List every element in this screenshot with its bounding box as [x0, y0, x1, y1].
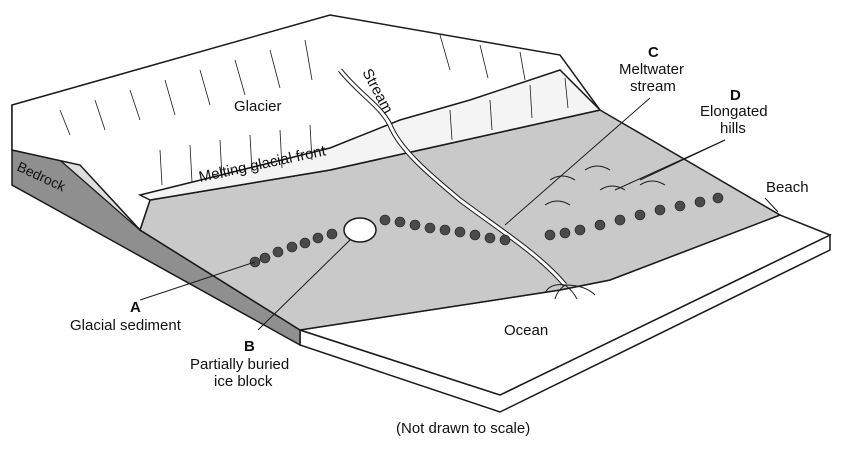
label-b-line2: ice block	[214, 373, 272, 390]
label-d-letter: D	[730, 87, 741, 104]
label-glacier: Glacier	[234, 98, 282, 115]
label-a-letter: A	[130, 299, 141, 316]
label-d-line1: Elongated	[700, 103, 768, 120]
label-not-to-scale: (Not drawn to scale)	[396, 420, 530, 437]
label-b-letter: B	[244, 338, 255, 355]
label-c-line1: Meltwater	[619, 61, 684, 78]
label-ocean: Ocean	[504, 322, 548, 339]
label-c-line2: stream	[630, 78, 676, 95]
ice-block	[344, 218, 376, 242]
label-beach: Beach	[766, 179, 809, 196]
label-d-line2: hills	[720, 120, 746, 137]
label-a-text: Glacial sediment	[70, 317, 181, 334]
label-c-letter: C	[648, 44, 659, 61]
label-b-line1: Partially buried	[190, 356, 289, 373]
